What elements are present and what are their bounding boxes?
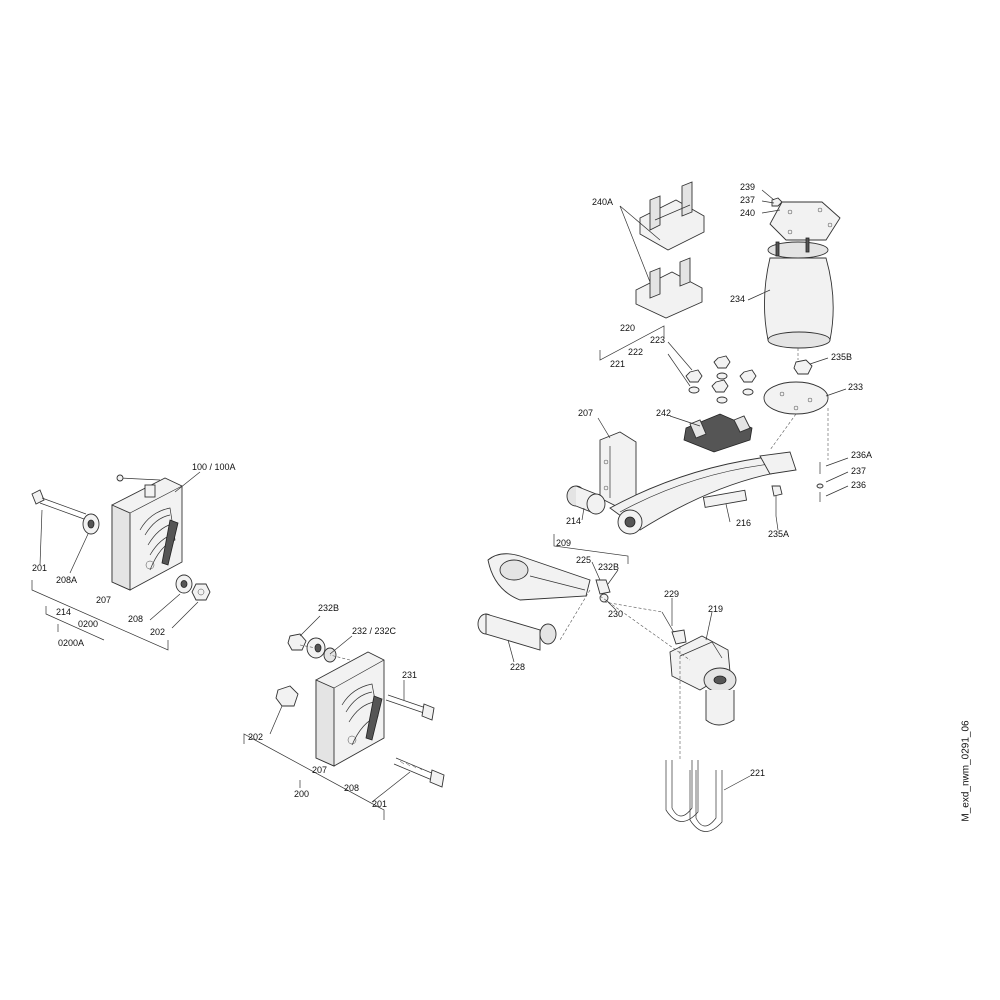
label-236: 236	[851, 480, 866, 490]
top-plate-240	[769, 201, 841, 241]
nut-235B	[793, 359, 813, 375]
bolt-201-mid	[393, 757, 445, 788]
nut-232B	[287, 633, 307, 651]
label-209: 209	[556, 538, 571, 548]
label-233: 233	[848, 382, 863, 392]
u-bolts-221	[665, 760, 723, 832]
bolt-201-left	[31, 489, 87, 520]
shock-absorber-228	[477, 613, 557, 651]
label-242: 242	[656, 408, 671, 418]
label-214-right: 214	[566, 516, 581, 526]
bracket-242	[683, 413, 753, 453]
label-0200A: 0200A	[58, 638, 84, 648]
leaf-spring-216	[609, 451, 797, 535]
label-202-left: 202	[150, 627, 165, 637]
pin-225-230	[595, 579, 611, 603]
washer-208A	[82, 513, 100, 535]
air-spring-234	[764, 237, 834, 349]
bracket-assembly-100	[111, 474, 183, 591]
nut-239	[771, 197, 783, 207]
label-222: 222	[628, 347, 643, 357]
label-207-mid: 207	[312, 765, 327, 775]
label-235A: 235A	[768, 529, 789, 539]
bracket-207-right	[599, 431, 637, 507]
label-231: 231	[402, 670, 417, 680]
label-235B: 235B	[831, 352, 852, 362]
plate-233	[763, 381, 829, 415]
label-236A: 236A	[851, 450, 872, 460]
part-labels: 239 237 240 240A 234 220 223 222 221 235…	[32, 182, 872, 809]
label-219: 219	[708, 604, 723, 614]
label-0200: 0200	[78, 619, 98, 629]
arm-head-and-shock	[487, 553, 591, 601]
nut-202-left	[191, 583, 211, 601]
label-201-left: 201	[32, 563, 47, 573]
label-201-mid: 201	[372, 799, 387, 809]
bracket-240A-lower	[635, 257, 703, 319]
label-207-right: 207	[578, 408, 593, 418]
label-200: 200	[294, 789, 309, 799]
label-100-100A: 100 / 100A	[192, 462, 236, 472]
label-230: 230	[608, 609, 623, 619]
label-221-lower: 221	[750, 768, 765, 778]
label-232B-right: 232B	[598, 562, 619, 572]
bracket-assembly-200	[315, 651, 385, 767]
nut-202-mid	[275, 685, 299, 707]
label-225: 225	[576, 555, 591, 565]
label-202-mid: 202	[248, 732, 263, 742]
washer-208-left	[175, 574, 193, 594]
label-229: 229	[664, 589, 679, 599]
bushing-232	[306, 637, 337, 663]
label-208A: 208A	[56, 575, 77, 585]
label-220: 220	[620, 323, 635, 333]
label-240: 240	[740, 208, 755, 218]
label-208-mid: 208	[344, 783, 359, 793]
bolt-235A	[771, 485, 783, 516]
label-223: 223	[650, 335, 665, 345]
bushing-214	[566, 485, 606, 515]
nuts-washers-222-223	[685, 355, 757, 404]
label-234: 234	[730, 294, 745, 304]
label-237-lower: 237	[851, 466, 866, 476]
label-216: 216	[736, 518, 751, 528]
label-214-left: 214	[56, 607, 71, 617]
bolt-229	[661, 611, 687, 645]
bolt-231	[385, 694, 435, 721]
drawing-code: M_exd_nwm_0291_06	[956, 706, 976, 836]
bracket-240A-upper	[639, 181, 705, 251]
label-232-232C: 232 / 232C	[352, 626, 397, 636]
leader-lines	[31, 189, 849, 820]
bolts-236	[816, 462, 824, 502]
label-237: 237	[740, 195, 755, 205]
label-239: 239	[740, 182, 755, 192]
label-228: 228	[510, 662, 525, 672]
label-240A: 240A	[592, 197, 613, 207]
label-221-upper: 221	[610, 359, 625, 369]
label-207-left: 207	[96, 595, 111, 605]
axle-seat-219	[669, 635, 737, 726]
label-208-left: 208	[128, 614, 143, 624]
label-232B-mid: 232B	[318, 603, 339, 613]
assembly-lines	[299, 348, 829, 760]
drawing-code-text: M_exd_nwm_0291_06	[960, 720, 972, 822]
